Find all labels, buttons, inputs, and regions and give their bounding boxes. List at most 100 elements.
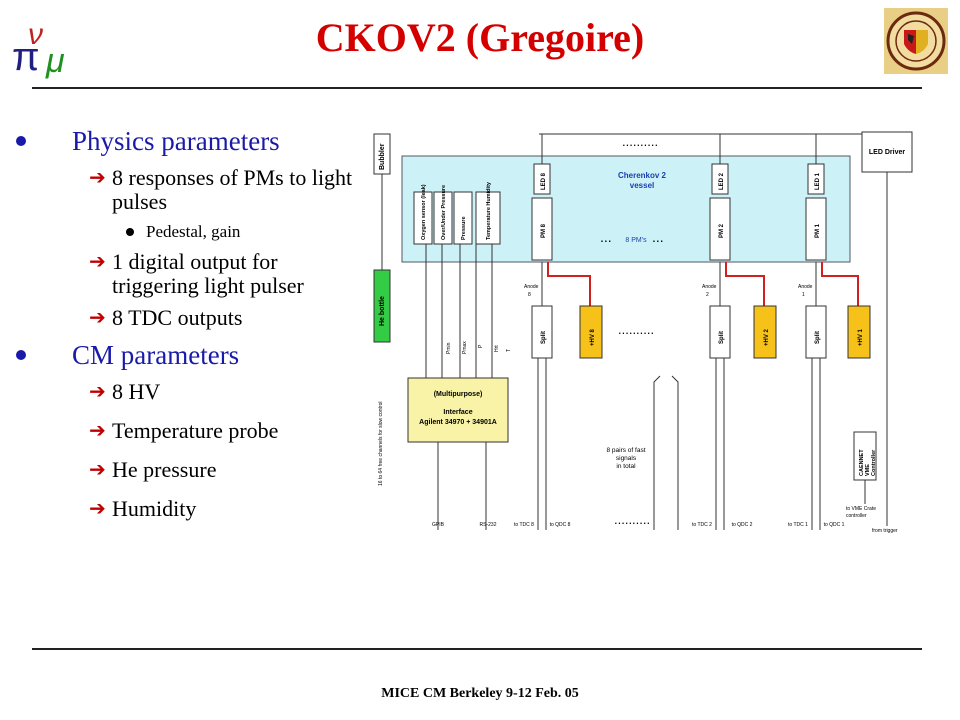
hv-box — [579, 305, 603, 359]
sub-sub-bullet: Pedestal, gain — [14, 222, 364, 242]
anode-label: Anode — [524, 284, 539, 290]
output-label: GPIB — [432, 522, 445, 528]
arrow-right-icon: ➔ — [89, 307, 106, 329]
caennet-label: CAENNET — [859, 449, 865, 476]
dots-bottom: .......... — [614, 512, 650, 527]
split-box — [531, 305, 553, 359]
hv-box — [847, 305, 871, 359]
signal-label: P — [478, 344, 484, 348]
vme-note: controller — [846, 513, 867, 519]
anode-label: 2 — [706, 292, 709, 298]
caennet-label: Controller — [871, 449, 877, 476]
arrow-right-icon: ➔ — [89, 498, 106, 520]
bullet-dot-icon — [126, 228, 134, 236]
output-label: to TDC 2 — [692, 522, 712, 528]
sensor-oxygen — [413, 191, 433, 245]
output-label: to TDC 8 — [514, 522, 534, 528]
dots-top: .......... — [622, 134, 658, 149]
top-rule — [32, 87, 922, 89]
fast-signals-note: 8 pairs of fast — [606, 447, 645, 454]
signal-label: Hrt — [494, 345, 500, 352]
arrow-right-icon: ➔ — [89, 381, 106, 403]
fast-signals-note: signals — [616, 455, 637, 462]
arrow-right-icon: ➔ — [89, 459, 106, 481]
interface-label: Interface — [443, 409, 472, 416]
bullet-dot-icon — [16, 350, 26, 360]
pm-box — [805, 197, 827, 261]
hv-label: +HV 1 — [858, 328, 864, 346]
led-label: LED 2 — [719, 172, 725, 190]
sub-bullet: ➔8 responses of PMs to light pulses — [89, 165, 353, 214]
pm-label: PM 1 — [815, 223, 821, 238]
pm-box — [709, 197, 731, 261]
output-label: to QDC 2 — [732, 522, 753, 528]
arrow-right-icon: ➔ — [89, 251, 106, 273]
ellipsis: ... — [600, 229, 612, 245]
pm-box — [531, 197, 553, 261]
pm-label: PM 2 — [719, 223, 725, 238]
anode-label: Anode — [798, 284, 813, 290]
multipurpose-interface-box — [407, 377, 509, 443]
split-box — [805, 305, 827, 359]
sensor-label: Pressure — [461, 216, 467, 240]
svg-text:π: π — [12, 35, 40, 79]
arrow-right-icon: ➔ — [89, 420, 106, 442]
bottom-rule — [32, 648, 922, 650]
anode-label: 1 — [802, 292, 805, 298]
pi-nu-mu-logo: ν π μ — [12, 18, 65, 80]
sensor-temperature-humidity — [475, 191, 501, 245]
caennet-label: VME — [865, 464, 871, 476]
signal-label: Pmin — [446, 342, 452, 354]
interface-label: Agilent 34970 + 34901A — [419, 419, 497, 426]
sensor-pressure — [453, 191, 473, 245]
sub-bullet: ➔Humidity — [89, 496, 197, 521]
sub-bullet: ➔1 digital output for triggering light p… — [89, 249, 304, 298]
pm-label: PM 8 — [541, 223, 547, 238]
signal-label: Pmax — [462, 341, 468, 354]
ellipsis: ... — [652, 229, 664, 245]
bullet-list: Physics parameters ➔8 responses of PMs t… — [14, 126, 364, 529]
slide-title: CKOV2 (Gregoire) — [315, 15, 645, 60]
split-box — [709, 305, 731, 359]
bullet-physics-parameters: Physics parameters — [14, 126, 364, 157]
sensor-label: Temperature Humidity — [486, 181, 492, 240]
hv-label: +HV 2 — [764, 328, 770, 346]
bullet-dot-icon — [16, 136, 26, 146]
vme-note: to VME Crate — [846, 506, 876, 512]
from-trigger-note: from trigger — [872, 528, 898, 534]
dots-mid: .......... — [618, 322, 654, 337]
bullet-cm-parameters: CM parameters — [14, 340, 364, 371]
sub-bullet: ➔8 TDC outputs — [89, 305, 243, 330]
vessel-label: Cherenkov 2 — [618, 171, 667, 180]
university-seal-logo — [884, 8, 948, 74]
sub-bullet: ➔8 HV — [89, 379, 161, 404]
output-label: to TDC 1 — [788, 522, 808, 528]
sub-bullet: ➔He pressure — [89, 457, 217, 482]
output-label: to QDC 8 — [550, 522, 571, 528]
anode-label: Anode — [702, 284, 717, 290]
sensor-label: Oxygen sensor (leak) — [421, 184, 427, 240]
led-label: LED 8 — [541, 172, 547, 190]
hv-box — [753, 305, 777, 359]
led-driver-box — [861, 131, 913, 173]
signal-label: T — [506, 349, 512, 352]
sub-bullet: ➔Temperature probe — [89, 418, 279, 443]
svg-text:μ: μ — [45, 42, 65, 80]
led-driver-label: LED Driver — [869, 149, 905, 156]
sensor-label: Over/Under Pressure — [441, 185, 447, 240]
bubbler-label: Bubbler — [379, 143, 386, 170]
split-label: Split — [541, 331, 547, 344]
sensor-over-under-pressure — [433, 191, 453, 245]
output-label: RS-232 — [480, 522, 497, 528]
hv-label: +HV 8 — [590, 328, 596, 346]
pms-label: 8 PM's — [625, 237, 647, 244]
led-label: LED 1 — [815, 172, 821, 190]
svg-text:ν: ν — [28, 18, 43, 51]
split-label: Split — [719, 331, 725, 344]
channels-note: 16 to 64 free channels for slow control — [378, 402, 384, 487]
split-label: Split — [815, 331, 821, 344]
output-label: to QDC 1 — [824, 522, 845, 528]
ckov2-wiring-diagram: Cherenkov 2 vessel 8 PM's ... ... ......… — [373, 131, 913, 534]
vessel-label: vessel — [630, 181, 654, 190]
arrow-right-icon: ➔ — [89, 167, 106, 189]
